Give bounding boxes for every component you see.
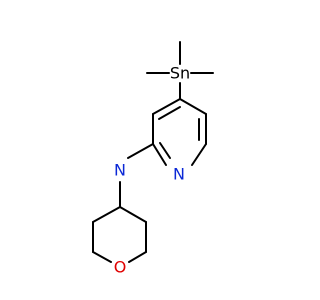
bond-oxane-c2-o <box>128 251 147 263</box>
atom-amine-n-label: N <box>114 161 126 180</box>
atom-pyridine-n-label: N <box>173 165 185 184</box>
bond-ring-c6-n <box>191 143 207 166</box>
bond-ring-n-c2-inner <box>159 142 171 159</box>
bond-c2-amine <box>127 143 154 159</box>
structure-canvas: Sn N N O <box>92 41 214 277</box>
atom-oxygen-label: O <box>114 258 127 277</box>
bond-ring-c3-c4-inner <box>158 106 181 120</box>
bond-ring-n-c2 <box>152 143 167 166</box>
atom-sn-label: Sn <box>170 64 190 83</box>
bond-oxane-c4-c3 <box>119 206 147 223</box>
bond-oxane-c5-c4 <box>92 206 121 223</box>
bond-ring-c3-c4 <box>152 98 181 115</box>
bond-oxane-o-c6 <box>92 251 112 263</box>
molecule-diagram: Sn N N O <box>92 41 214 277</box>
bond-ring-c4-c5 <box>179 98 207 115</box>
